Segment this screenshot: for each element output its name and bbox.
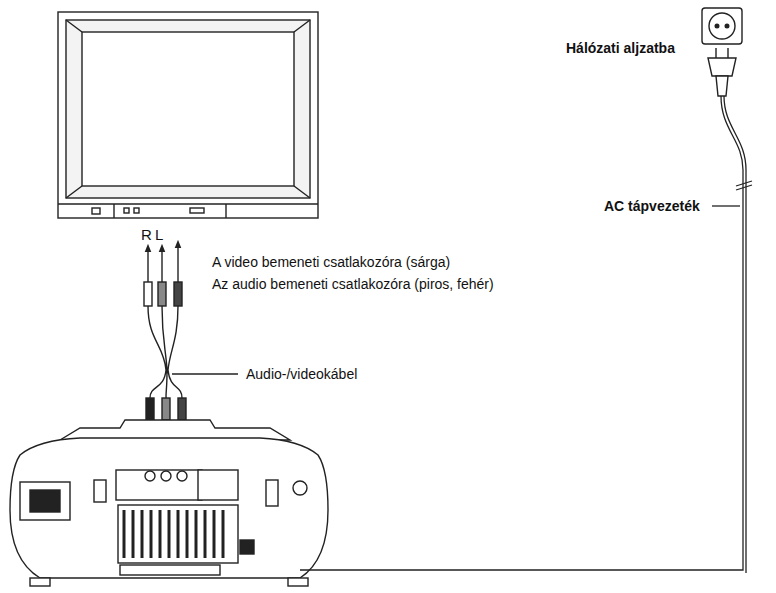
grill-bar [195,510,198,558]
grill-bar [222,510,225,558]
grill-bar [159,510,162,558]
grill-bar [213,510,216,558]
grill-bar [177,510,180,558]
cord-label: AC tápvezeték [604,198,700,215]
grill-bar [150,510,153,558]
ac-power-cord [300,96,752,573]
mains-plug [702,8,742,96]
channel-letter: L [155,226,163,243]
grill-bar [123,510,126,558]
channel-letter: R [141,226,152,243]
grill-bar [141,510,144,558]
cable-label: Audio-/videokábel [246,366,357,383]
grill-bar [204,510,207,558]
grill-bar [168,510,171,558]
grill-bar [132,510,135,558]
grill-bar [186,510,189,558]
connector-note: Az audio bemeneti csatlakozóra (piros, f… [212,276,494,293]
tv-set [58,12,318,218]
socket-label: Hálózati aljzatba [566,40,675,57]
connector-note: A video bemeneti csatlakozóra (sárga) [212,254,450,271]
boombox [10,420,328,586]
